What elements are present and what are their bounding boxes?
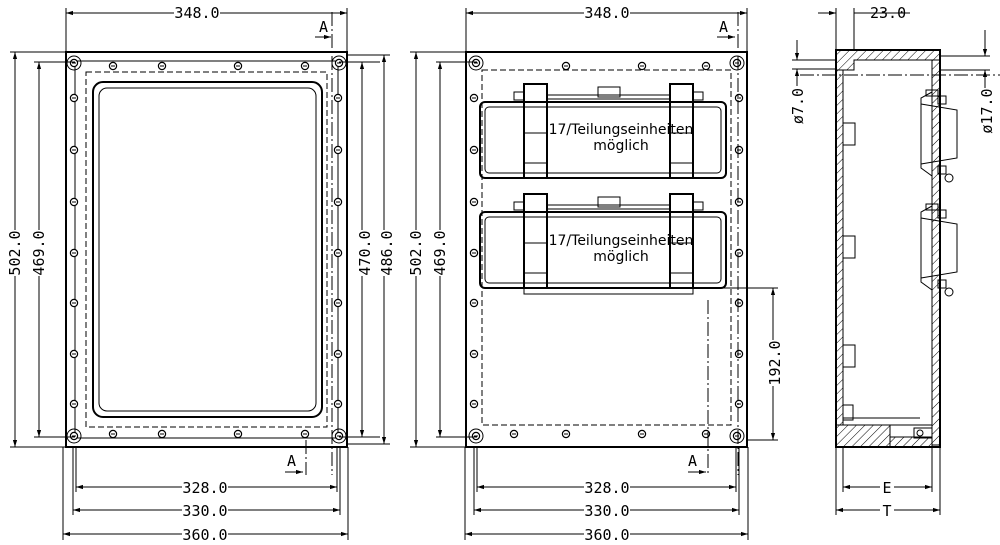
section-dim-label-e: E xyxy=(882,479,891,497)
front-window-inner xyxy=(98,87,317,412)
front-dim-width-b3: 360.0 xyxy=(182,526,227,544)
interior-section-mark-top: A xyxy=(719,18,728,36)
interior-dim-width-b3: 360.0 xyxy=(584,526,629,544)
interior-dim-height-outer: 502.0 xyxy=(407,230,425,275)
interior-dim-width-b1: 328.0 xyxy=(584,479,629,497)
section-top-wall xyxy=(835,49,941,71)
section-dim-label-t: T xyxy=(882,502,891,520)
front-dim-height-inner: 469.0 xyxy=(30,230,48,275)
section-front-wall xyxy=(931,59,941,446)
interior-view: 17/Teilungseinheiten möglich 17/Teilungs… xyxy=(407,4,784,544)
front-section-mark-bottom: A xyxy=(287,452,296,470)
section-bottom-wall xyxy=(835,424,891,448)
section-dim-dia-large: ø17.0 xyxy=(978,88,996,133)
front-dim-width-b1: 328.0 xyxy=(182,479,227,497)
interior-dim-width-b2: 330.0 xyxy=(584,502,629,520)
front-screws xyxy=(69,58,344,441)
rail-bottom-label-line2: möglich xyxy=(593,249,648,265)
interior-dim-height-inner: 469.0 xyxy=(431,230,449,275)
front-dim-height-outer: 502.0 xyxy=(6,230,24,275)
section-dim-depth-top: 23.0 xyxy=(870,4,906,22)
interior-dim-width-top: 348.0 xyxy=(584,4,629,22)
front-inner-frame xyxy=(74,60,339,439)
front-dashed-outline xyxy=(85,71,328,428)
section-back-wall xyxy=(835,69,844,426)
front-view: 348.0 A A 502.0 469.0 470.0 486.0 xyxy=(6,4,396,544)
front-dim-width-b2: 330.0 xyxy=(182,502,227,520)
rail-bottom-label-line1: 17/Teilungseinheiten xyxy=(549,233,694,249)
section-dim-dia-small: ø7.0 xyxy=(789,88,807,124)
cable-gland-upper xyxy=(920,89,958,183)
cable-gland-lower xyxy=(920,203,958,297)
interior-dashed-outline xyxy=(481,69,732,426)
interior-dim-height-partial: 192.0 xyxy=(766,340,784,385)
front-dim-width-top: 348.0 xyxy=(174,4,219,22)
interior-outer-frame xyxy=(465,51,748,448)
front-section-mark-top: A xyxy=(319,18,328,36)
front-dim-height-right-outer: 486.0 xyxy=(378,230,396,275)
front-dim-height-right-inner: 470.0 xyxy=(356,230,374,275)
front-window-outer xyxy=(92,81,323,418)
interior-section-mark-bottom: A xyxy=(688,452,697,470)
front-outer-frame xyxy=(65,51,348,448)
din-rail-top xyxy=(479,83,727,179)
din-rail-bottom xyxy=(479,193,727,295)
rail-top-label-line1: 17/Teilungseinheiten xyxy=(549,122,694,138)
section-view: 23.0 ø7.0 ø17.0 E T xyxy=(789,4,1000,520)
rail-top-label-line2: möglich xyxy=(593,138,648,154)
